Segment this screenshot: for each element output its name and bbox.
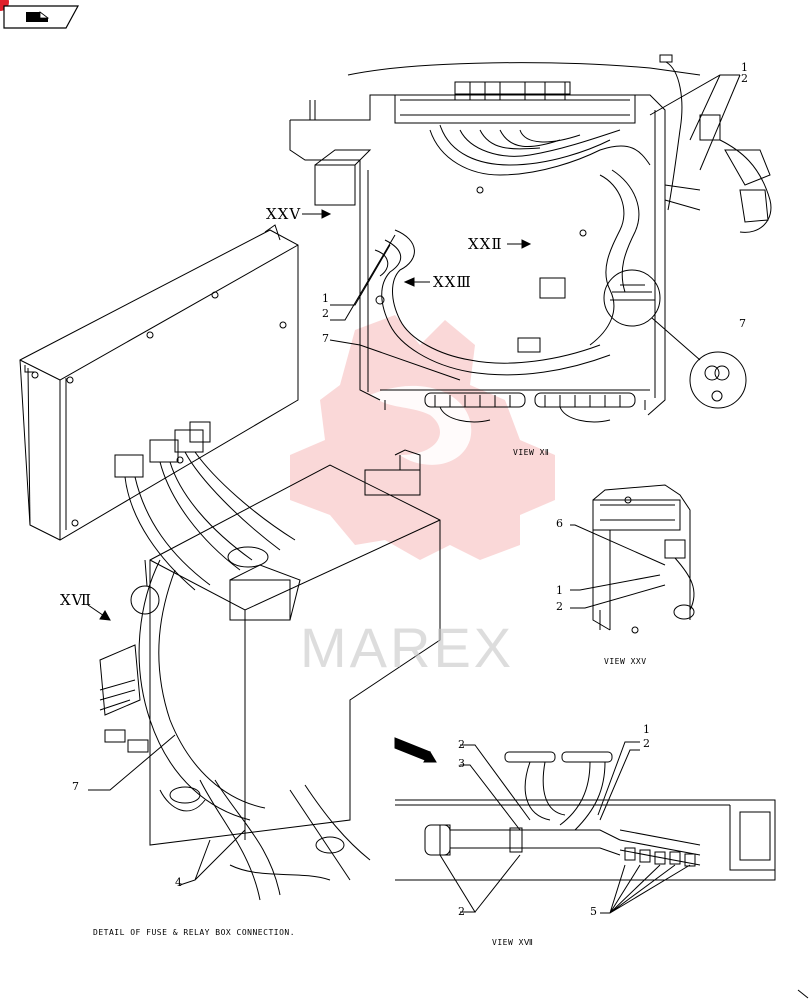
arrow-label-xvii: XⅦ [60, 591, 93, 609]
callout-5: 5 [590, 905, 598, 918]
callout-3: 3 [458, 757, 466, 770]
callout-2-top: 2 [741, 72, 749, 85]
book-icon [3, 5, 80, 29]
watermark-gear-icon [290, 315, 555, 560]
callout-1-xvii: 1 [643, 723, 651, 736]
callout-2-left: 2 [322, 307, 330, 320]
callout-6-xxv: 6 [556, 517, 564, 530]
callout-7-circle: 7 [739, 317, 747, 330]
view-title-xxv: VIEW XXV [604, 657, 647, 666]
callout-4: 4 [175, 876, 183, 889]
callout-7-left: 7 [322, 332, 330, 345]
callout-2-xvii-bottom: 2 [458, 905, 466, 918]
callout-1-xxv: 1 [556, 584, 564, 597]
callout-2-xvii-right: 2 [643, 737, 651, 750]
arrow-label-xxv: XXV [266, 205, 302, 223]
callout-2-xvii-left: 2 [458, 738, 466, 751]
arrow-label-xxiii: XXⅢ [433, 273, 472, 291]
view-title-xvii: VIEW XⅦ [492, 938, 534, 947]
detail-caption: DETAIL OF FUSE & RELAY BOX CONNECTION. [93, 928, 296, 937]
view-title-xii: VIEW XⅡ [513, 448, 550, 457]
callout-1-top: 1 [741, 61, 749, 74]
watermark-text: MAREX [300, 616, 515, 679]
callout-2-xxv: 2 [556, 600, 564, 613]
callout-7-bottom: 7 [72, 780, 80, 793]
callout-1-left: 1 [322, 292, 330, 305]
arrow-label-xxii: XXⅡ [468, 235, 503, 253]
